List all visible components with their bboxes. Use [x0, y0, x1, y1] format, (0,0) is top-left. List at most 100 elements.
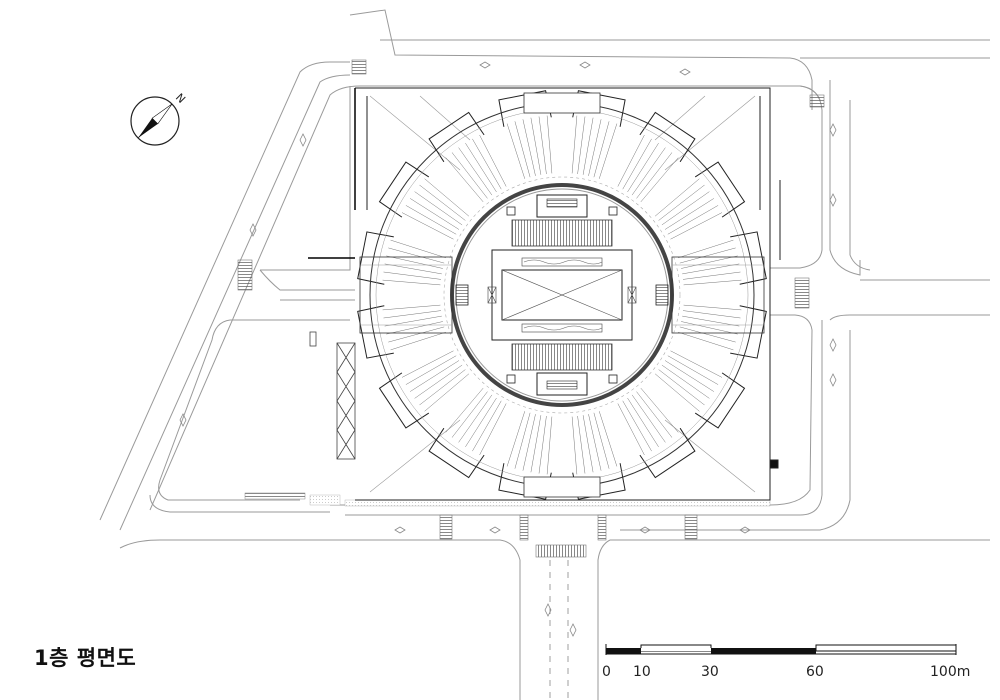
seating-line	[390, 331, 446, 351]
seating-line	[664, 198, 715, 230]
seating-line	[384, 263, 442, 275]
seating-line	[678, 239, 734, 259]
seating-line	[664, 360, 715, 392]
seating-line	[388, 247, 445, 264]
seating-line	[622, 400, 652, 452]
seating-line	[514, 412, 531, 469]
seating-line	[681, 321, 738, 335]
seating-line	[670, 212, 723, 240]
seating-line	[414, 191, 463, 226]
seating-line	[582, 117, 594, 175]
seating-line	[522, 119, 536, 176]
seating-line	[622, 138, 652, 190]
north-label: N	[173, 91, 188, 106]
north-arrow-icon	[130, 96, 180, 146]
building-site	[308, 87, 781, 501]
roof-segment	[730, 305, 767, 359]
seating-line	[386, 255, 443, 269]
scale-tick-10: 10	[633, 664, 651, 680]
roof-segment	[378, 161, 430, 218]
seating-line	[582, 415, 594, 473]
seating-line	[458, 147, 493, 196]
seating-line	[419, 184, 466, 221]
seating-line	[405, 355, 457, 385]
seating-line	[679, 247, 736, 264]
seating-line	[383, 271, 442, 280]
seating-line	[683, 279, 742, 286]
seating-line	[593, 121, 610, 178]
seating-line	[472, 138, 502, 190]
seating-line	[682, 310, 741, 319]
seating-line	[577, 116, 586, 175]
seating-line	[445, 157, 484, 203]
seating-line	[445, 387, 484, 433]
seating-line	[506, 123, 526, 179]
seating-line	[479, 403, 507, 456]
seating-line	[419, 369, 466, 406]
seating-line	[384, 315, 442, 327]
roof-segment	[730, 231, 767, 285]
roof-segment	[694, 372, 746, 429]
seating-line	[546, 115, 553, 174]
scale-tick-100m: 100m	[930, 664, 970, 680]
seating-line	[383, 310, 442, 319]
seating-line	[682, 315, 740, 327]
seating-line	[388, 326, 445, 343]
seating-line	[683, 304, 742, 311]
roof-segment	[694, 161, 746, 218]
seating-line	[593, 412, 610, 469]
stadium	[357, 90, 767, 500]
crosswalks	[237, 59, 825, 558]
seating-line	[401, 212, 454, 240]
seating-line	[661, 364, 710, 399]
seating-line	[631, 147, 666, 196]
seating-line	[670, 350, 723, 378]
seating-line	[654, 178, 700, 217]
seating-line	[617, 134, 645, 187]
seating-line	[667, 355, 719, 385]
roof-segment	[357, 305, 394, 359]
road-markings	[179, 61, 837, 700]
seating-line	[667, 205, 719, 235]
seating-line	[538, 116, 547, 175]
seating-line	[465, 142, 497, 193]
roof-segment	[639, 111, 696, 163]
seating-line	[472, 400, 502, 452]
roof-segment	[357, 231, 394, 285]
seating-line	[658, 184, 705, 221]
site-roads	[99, 9, 990, 700]
seating-line	[522, 414, 536, 471]
seating-line	[479, 134, 507, 187]
seating-line	[640, 387, 679, 433]
seating-line	[424, 373, 470, 412]
seating-line	[382, 279, 441, 286]
seating-line	[530, 415, 542, 473]
seating-line	[617, 403, 645, 456]
seating-line	[424, 178, 470, 217]
seating-line	[401, 350, 454, 378]
seating-line	[382, 304, 441, 311]
seating-line	[636, 391, 673, 438]
seating-line	[451, 152, 488, 199]
seating-line	[658, 369, 705, 406]
roof-segment	[428, 427, 485, 479]
seating-line	[588, 414, 602, 471]
seating-line	[514, 121, 531, 178]
seating-line	[386, 321, 443, 335]
seating-line	[451, 391, 488, 438]
seating-line	[679, 326, 736, 343]
scale-tick-30: 30	[701, 664, 719, 680]
seating-line	[405, 205, 457, 235]
seating-line	[538, 415, 547, 474]
roof-segment	[428, 111, 485, 163]
scale-bar: 0 10 30 60 100m	[602, 644, 970, 680]
seating-line	[627, 142, 659, 193]
seating-line	[571, 115, 578, 174]
seating-line	[661, 191, 710, 226]
scale-tick-0: 0	[602, 664, 611, 680]
seating-line	[506, 411, 526, 467]
seating-line	[631, 394, 666, 443]
seating-line	[636, 152, 673, 199]
seating-line	[682, 271, 741, 280]
